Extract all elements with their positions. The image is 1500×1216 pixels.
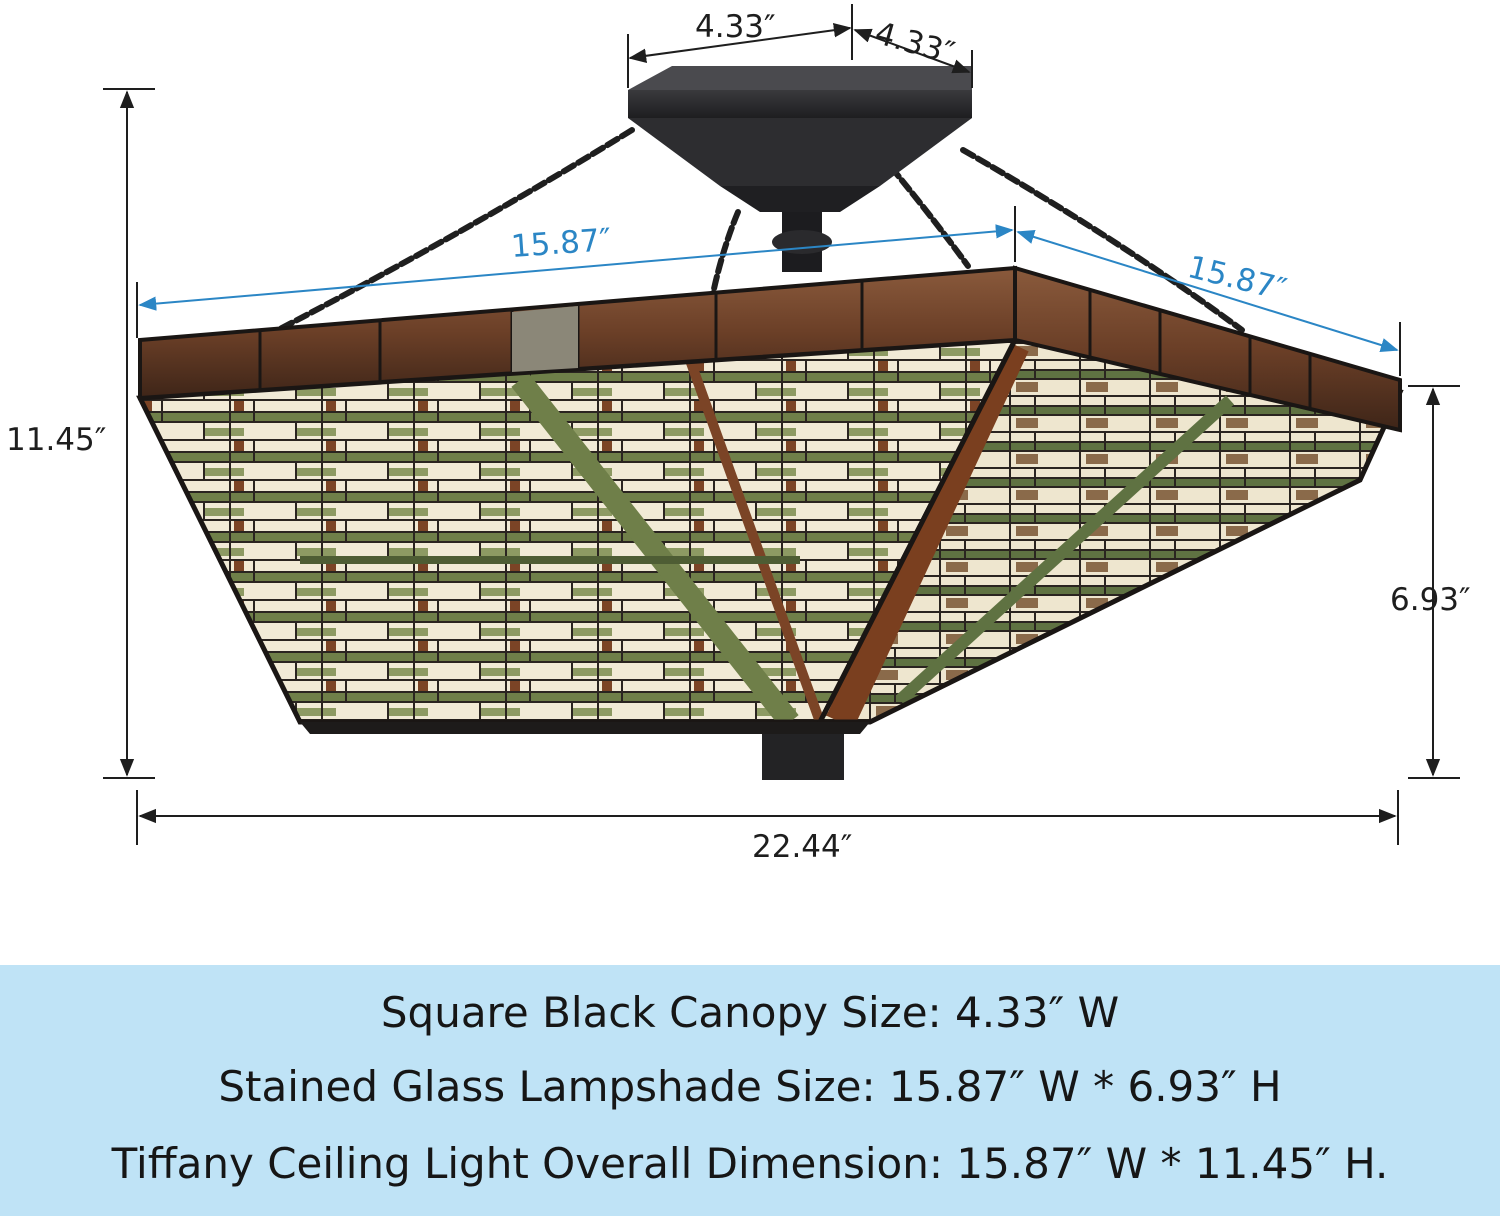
shade-height-label: 6.93″ — [1390, 582, 1471, 618]
overall-width-label: 22.44″ — [752, 829, 853, 865]
shade-height-dimension — [1408, 385, 1460, 779]
canopy-front-width-label: 4.33″ — [695, 9, 776, 45]
overall-dimension-spec: Tiffany Ceiling Light Overall Dimension:… — [111, 1139, 1389, 1188]
overall-width-dimension — [136, 790, 1399, 845]
canopy-width-dimension — [627, 4, 973, 88]
canopy — [628, 66, 972, 272]
bottom-finial — [300, 722, 870, 780]
overall-height-dimension — [103, 88, 155, 779]
overall-height-label: 11.45″ — [6, 422, 107, 458]
canopy-size-spec: Square Black Canopy Size: 4.33″ W — [380, 988, 1120, 1037]
lamp-illustration — [103, 4, 1460, 845]
specification-band: Square Black Canopy Size: 4.33″ W Staine… — [0, 965, 1500, 1216]
lampshade-size-spec: Stained Glass Lampshade Size: 15.87″ W *… — [218, 1062, 1282, 1111]
lamp-diagram: 4.33″ 4.33″ 15.87″ 15.87″ 11.45″ 6.93″ 2… — [6, 4, 1471, 865]
shade-front-width-label: 15.87″ — [509, 222, 613, 265]
shade-width-dimension — [136, 206, 1401, 376]
